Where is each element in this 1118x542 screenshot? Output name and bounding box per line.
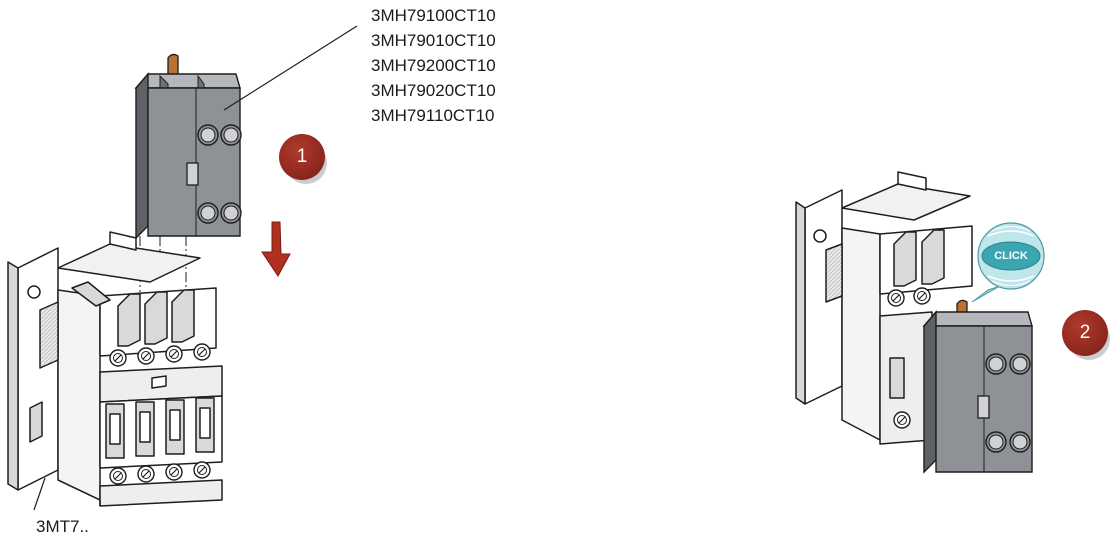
down-arrow-icon: [261, 221, 291, 277]
part-number: 3MH79020CT10: [371, 81, 496, 100]
contactor-leader-line: [33, 477, 46, 511]
part-number: 3MH79200CT10: [371, 56, 496, 75]
click-callout-text: CLICK: [994, 250, 1028, 262]
contactor-3mt7: [7, 231, 223, 507]
auxiliary-contact-block: [134, 53, 242, 240]
click-callout-bubble: [971, 222, 1045, 303]
part-number: 3MH79100CT10: [371, 6, 496, 25]
contactor-label: 3MT7..: [36, 517, 89, 536]
part-leader-line: [223, 25, 358, 111]
part-number: 3MH79110CT10: [371, 106, 495, 125]
part-number: 3MH79010CT10: [371, 31, 496, 50]
step-badge-1: 1: [279, 134, 325, 180]
part-number-list: 3MH79100CT10 3MH79010CT10 3MH79200CT10 3…: [371, 3, 496, 128]
assembled-contactor: [795, 171, 973, 445]
mounted-auxiliary-block: [922, 299, 1033, 474]
step-badge-2: 2: [1062, 310, 1108, 356]
